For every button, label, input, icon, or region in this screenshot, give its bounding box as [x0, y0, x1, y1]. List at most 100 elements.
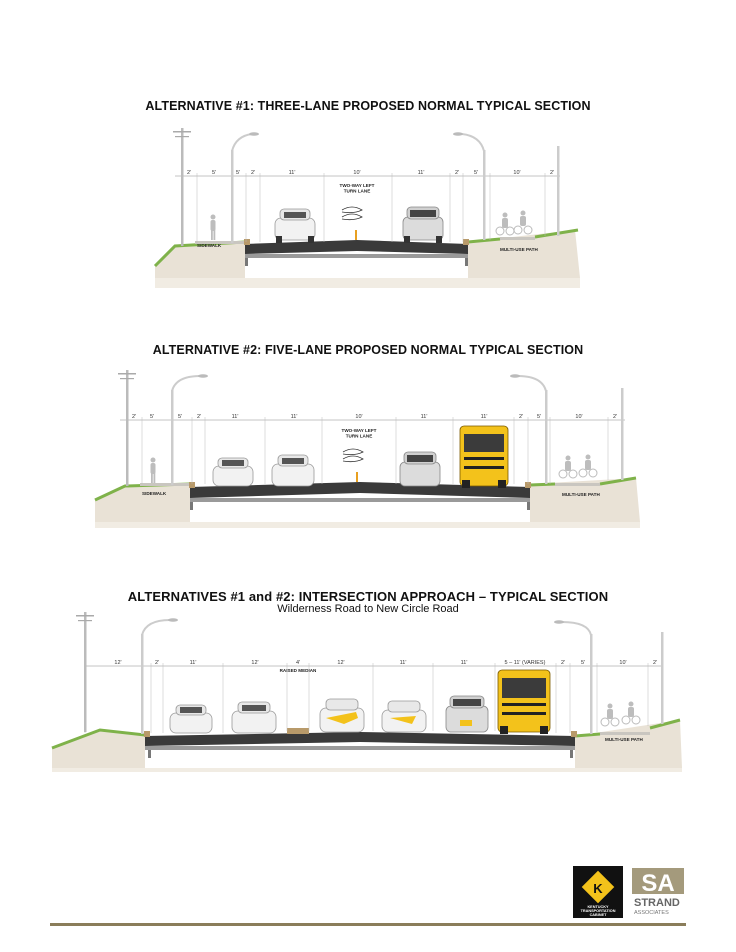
school-bus-icon: [497, 669, 551, 734]
dim-label: 10': [355, 414, 362, 420]
dim-label: 12': [114, 660, 121, 666]
footer-rule: [50, 923, 686, 926]
streetlight-icon: [510, 374, 548, 484]
strand-logo: SA STRAND ASSOCIATES: [628, 866, 688, 918]
dim-label: 5': [212, 170, 216, 176]
dim-label: 5': [178, 414, 182, 420]
pedestrian-icon: [150, 457, 156, 483]
dim-label: 5': [537, 414, 541, 420]
median-label: RAISED MEDIAN: [280, 668, 317, 673]
dim-label: 12': [337, 660, 344, 666]
car-icon: [212, 457, 254, 487]
pedestrian-icon: [210, 214, 216, 240]
dim-label: 10': [619, 660, 626, 666]
utility-pole-icon: [76, 612, 94, 732]
dim-label: 10': [513, 170, 520, 176]
car-icon: [274, 208, 316, 243]
dim-label: 2': [197, 414, 201, 420]
car-icon: [399, 451, 441, 487]
turn-arrow-icon: [342, 455, 364, 463]
dim-label: 11': [400, 660, 407, 666]
dim-label: 5': [150, 414, 154, 420]
school-bus-icon: [459, 425, 509, 488]
car-icon: [381, 700, 427, 733]
utility-pole-icon: [173, 128, 191, 246]
dim-label: 2': [251, 170, 255, 176]
svg-text:TRANSPORTATION: TRANSPORTATION: [581, 909, 616, 913]
car-icon: [319, 698, 365, 733]
dim-label: 2': [155, 660, 159, 666]
pole-icon: [557, 146, 560, 236]
pole-icon: [661, 632, 664, 724]
pole-icon: [621, 388, 624, 480]
dim-label: 11': [190, 660, 197, 666]
dim-label: 2': [550, 170, 554, 176]
dim-label: 2': [519, 414, 523, 420]
dim-label: 5 – 11' (VARIES): [505, 660, 546, 666]
dim-label: 11': [289, 170, 296, 176]
car-icon: [402, 206, 444, 243]
car-icon: [445, 695, 489, 733]
cyclist-icon: [578, 454, 598, 478]
svg-text:KENTUCKY: KENTUCKY: [587, 905, 609, 909]
car-icon: [169, 704, 213, 734]
section-2-title: ALTERNATIVE #2: FIVE-LANE PROPOSED NORMA…: [152, 343, 584, 357]
dim-label: 5': [236, 170, 240, 176]
sidewalk-label: SIDEWALK: [142, 491, 167, 496]
turn-arrow-icon: [341, 206, 363, 214]
section-1-diagram: 2' 5' 5' 2' 11' 10' 11' 2' 5' 10' 2': [153, 128, 580, 288]
car-icon: [231, 701, 277, 734]
streetlight-icon: [141, 618, 178, 734]
cyclist-icon: [558, 455, 578, 479]
cyclist-icon: [621, 701, 641, 725]
svg-text:K: K: [593, 881, 603, 896]
dim-label: 4': [296, 660, 300, 666]
dim-label: 2': [561, 660, 565, 666]
utility-pole-icon: [118, 370, 136, 486]
delineator-icon: [356, 472, 358, 482]
svg-text:ASSOCIATES: ASSOCIATES: [634, 910, 669, 916]
path-label: MULTI-USE PATH: [605, 737, 643, 742]
delineator-icon: [355, 230, 357, 240]
sidewalk-label: SIDEWALK: [197, 243, 222, 248]
dim-label: 11': [418, 170, 425, 176]
path-label: MULTI-USE PATH: [500, 247, 538, 252]
dim-label: 2': [653, 660, 657, 666]
streetlight-icon: [554, 620, 593, 734]
streetlight-icon: [231, 132, 259, 243]
dim-label: 2': [132, 414, 136, 420]
car-icon: [271, 454, 315, 487]
streetlight-icon: [171, 374, 208, 485]
section-3-title: ALTERNATIVES #1 and #2: INTERSECTION APP…: [127, 589, 609, 604]
turn-arrow-icon: [342, 448, 364, 456]
dim-label: 12': [251, 660, 258, 666]
dim-label: 5': [581, 660, 585, 666]
cyclist-icon: [495, 212, 515, 236]
dim-label: 10': [353, 170, 360, 176]
streetlight-icon: [453, 132, 486, 240]
dim-label: 2': [187, 170, 191, 176]
section-2-diagram: 2' 5' 5' 2' 11' 11' 10' 11' 11' 2' 5' 10…: [94, 370, 640, 528]
dim-label: 11': [421, 414, 428, 420]
path-label: MULTI-USE PATH: [562, 492, 600, 497]
section-3-subtitle: Wilderness Road to New Circle Road: [277, 603, 459, 615]
section-3-diagram: 12' 2' 11' 12' 4' 12' 11' 11' 5 – 11' (V…: [51, 612, 682, 772]
kytc-logo: K KENTUCKY TRANSPORTATION CABINET: [573, 866, 623, 918]
dim-label: 11': [461, 660, 468, 666]
svg-text:CABINET: CABINET: [590, 913, 608, 917]
dim-label: 2': [455, 170, 459, 176]
dim-label: 11': [481, 414, 488, 420]
dim-label: 11': [291, 414, 298, 420]
dim-label: 10': [575, 414, 582, 420]
svg-text:SA: SA: [641, 870, 674, 897]
dim-label: 2': [613, 414, 617, 420]
dim-label: 5': [474, 170, 478, 176]
cyclist-icon: [600, 703, 620, 727]
svg-text:STRAND: STRAND: [634, 897, 680, 909]
dim-label: 11': [232, 414, 239, 420]
turn-arrow-icon: [341, 213, 363, 221]
section-1-title: ALTERNATIVE #1: THREE-LANE PROPOSED NORM…: [145, 99, 591, 113]
cyclist-icon: [513, 210, 533, 235]
